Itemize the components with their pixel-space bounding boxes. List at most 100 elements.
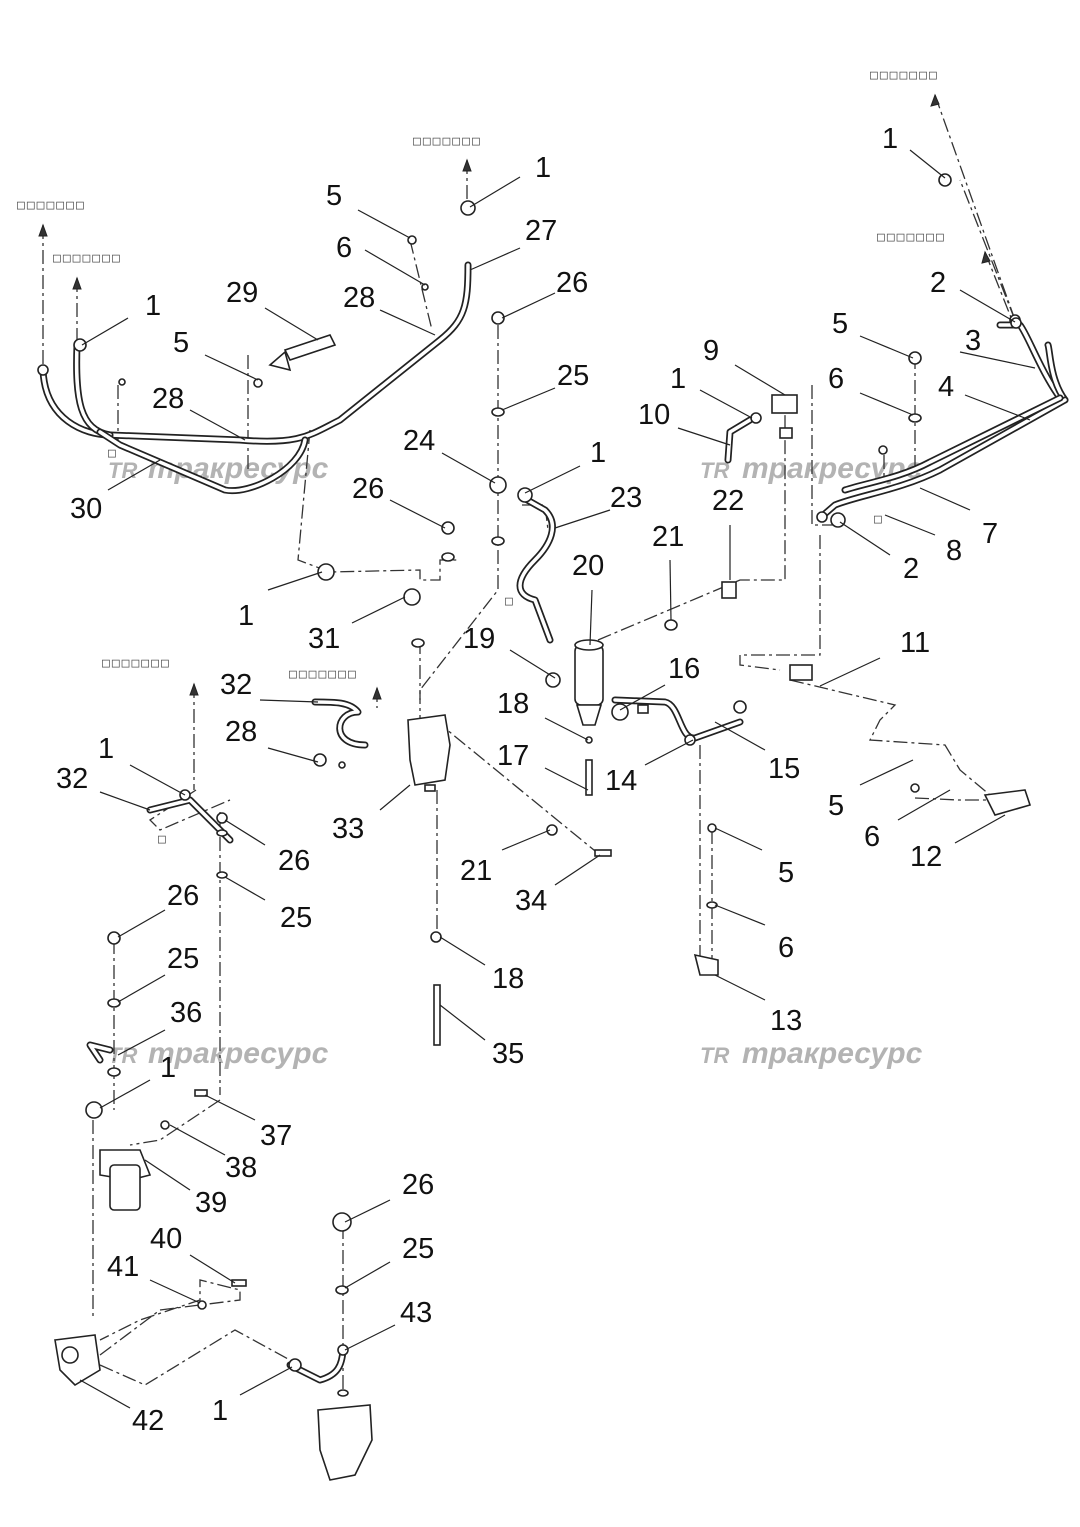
- callout-32: 32: [56, 763, 88, 795]
- callout-26: 26: [352, 473, 384, 505]
- callout-8: 8: [946, 535, 962, 567]
- box-label-mid-center: □□□□□□□: [289, 667, 358, 682]
- callout-1: 1: [212, 1395, 228, 1427]
- callout-7: 7: [982, 518, 998, 550]
- callout-13: 13: [770, 1005, 802, 1037]
- callout-31: 31: [308, 623, 340, 655]
- callout-37: 37: [260, 1120, 292, 1152]
- watermark-text: тракресурс: [742, 1037, 923, 1070]
- filter-33: [407, 714, 451, 792]
- callout-25: 25: [280, 902, 312, 934]
- callout-26: 26: [167, 880, 199, 912]
- callout-24: 24: [403, 425, 435, 457]
- valve-9: [771, 394, 798, 439]
- callout-11: 11: [900, 627, 930, 659]
- callout-1: 1: [882, 123, 898, 155]
- box-label-top-center: □□□□□□□: [413, 134, 482, 149]
- callout-6: 6: [864, 821, 880, 853]
- callout-35: 35: [492, 1038, 524, 1070]
- callout-5: 5: [832, 308, 848, 340]
- callout-1: 1: [670, 363, 686, 395]
- watermark-logo: TR: [108, 458, 137, 483]
- box-label-top-right: □□□□□□□: [870, 68, 939, 83]
- callout-29: 29: [226, 277, 258, 309]
- bracket-13: [693, 953, 719, 976]
- callout-15: 15: [768, 753, 800, 785]
- callout-2: 2: [903, 553, 919, 585]
- callout-25: 25: [167, 943, 199, 975]
- destination-arrows: [38, 93, 1016, 790]
- callout-5: 5: [778, 857, 794, 889]
- leader-lines: [79, 149, 1036, 1409]
- watermark-logo: TR: [700, 1043, 729, 1068]
- callout-14: 14: [605, 765, 637, 797]
- watermark-text: тракресурс: [148, 1037, 329, 1070]
- callout-12: 12: [910, 841, 942, 873]
- callout-6: 6: [778, 932, 794, 964]
- assembly-lines: [92, 179, 1016, 1395]
- watermark-4: TR тракресурс: [700, 1037, 923, 1070]
- callout-42: 42: [132, 1405, 164, 1437]
- watermark-3: TR тракресурс: [108, 1037, 329, 1070]
- callout-43: 43: [400, 1297, 432, 1329]
- callout-38: 38: [225, 1152, 257, 1184]
- callout-28: 28: [225, 716, 257, 748]
- callout-1: 1: [145, 290, 161, 322]
- callout-1: 1: [535, 152, 551, 184]
- callout-21: 21: [652, 521, 684, 553]
- callout-40: 40: [150, 1223, 182, 1255]
- callout-5: 5: [326, 180, 342, 212]
- callout-17: 17: [497, 740, 529, 772]
- callout-9: 9: [703, 335, 719, 367]
- callout-3: 3: [965, 325, 981, 357]
- callout-1: 1: [590, 437, 606, 469]
- bracket-29: [268, 334, 337, 372]
- callout-26: 26: [278, 845, 310, 877]
- fittings: [37, 173, 1022, 1397]
- callout-6: 6: [828, 363, 844, 395]
- callout-numbers: 1 1 1 1 1 1 1 1 1 2 2 3 4 5 5 5 5 5 6 6 …: [56, 123, 998, 1437]
- callout-23: 23: [610, 482, 642, 514]
- watermark-logo: TR: [700, 458, 729, 483]
- box-label-right-second: □□□□□□□: [877, 230, 946, 245]
- callout-1: 1: [98, 733, 114, 765]
- callout-5: 5: [828, 790, 844, 822]
- small-glyph: □: [874, 512, 884, 527]
- callout-4: 4: [938, 371, 954, 403]
- box-label-left-second: □□□□□□□: [53, 251, 122, 266]
- small-glyph: □: [505, 594, 515, 609]
- callout-1: 1: [160, 1052, 176, 1084]
- callout-18: 18: [492, 963, 524, 995]
- callout-1: 1: [238, 600, 254, 632]
- callout-33: 33: [332, 813, 364, 845]
- callout-26: 26: [402, 1169, 434, 1201]
- callout-10: 10: [638, 399, 670, 431]
- filter-20: [574, 639, 604, 726]
- valve-11: [789, 664, 813, 681]
- box-label-mid-left: □□□□□□□: [102, 656, 171, 671]
- callout-34: 34: [515, 885, 547, 917]
- box-label-top-left: □□□□□□□: [17, 198, 86, 213]
- callout-25: 25: [402, 1233, 434, 1265]
- callout-28: 28: [343, 282, 375, 314]
- callout-36: 36: [170, 997, 202, 1029]
- callout-18: 18: [497, 688, 529, 720]
- callout-5: 5: [173, 327, 189, 359]
- callout-26: 26: [556, 267, 588, 299]
- callout-6: 6: [336, 232, 352, 264]
- filter-39: [99, 1149, 152, 1211]
- callout-28: 28: [152, 383, 184, 415]
- callout-20: 20: [572, 550, 604, 582]
- callout-22: 22: [712, 485, 744, 517]
- small-glyph: □: [108, 446, 118, 461]
- fuel-pipes: [39, 261, 1069, 1384]
- callout-27: 27: [525, 215, 557, 247]
- callout-2: 2: [930, 267, 946, 299]
- callout-32: 32: [220, 669, 252, 701]
- bracket-12: [983, 789, 1032, 816]
- callout-41: 41: [107, 1251, 139, 1283]
- callout-39: 39: [195, 1187, 227, 1219]
- callout-19: 19: [463, 623, 495, 655]
- filter-bottom: [317, 1404, 373, 1481]
